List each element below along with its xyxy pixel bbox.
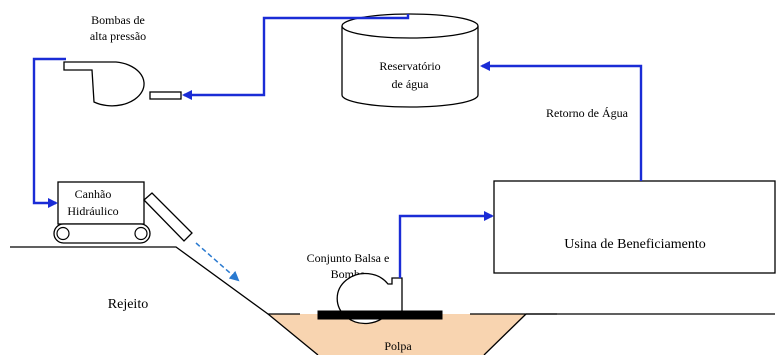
barge-pump-set: Conjunto Balsa e Bomba bbox=[307, 251, 443, 325]
hydraulic-cannon: Canhão Hidráulico bbox=[53, 181, 193, 244]
barge-label-1: Conjunto Balsa e bbox=[307, 251, 390, 265]
flow-return-water bbox=[480, 61, 643, 181]
high-pressure-pump: Bombas de alta pressão bbox=[63, 13, 182, 107]
return-water-label: Retorno de Água bbox=[546, 106, 629, 120]
cannon-label-1: Canhão bbox=[75, 187, 112, 201]
reservoir: Reservatório de água bbox=[341, 13, 479, 108]
plant-label: Usina de Beneficiamento bbox=[564, 237, 706, 252]
reservoir-label-1: Reservatório bbox=[379, 59, 440, 73]
pump-label-1: Bombas de bbox=[91, 13, 145, 27]
pulp-pond bbox=[268, 314, 526, 355]
reservoir-label-2: de água bbox=[392, 77, 430, 91]
pump-label-2: alta pressão bbox=[90, 29, 146, 43]
water-jet bbox=[195, 242, 240, 282]
ground-line-left bbox=[10, 246, 300, 315]
tailings-label: Rejeito bbox=[108, 297, 148, 312]
pond-right-edge bbox=[483, 313, 527, 355]
cannon-label-2: Hidráulico bbox=[67, 204, 118, 218]
pond-left-edge bbox=[267, 313, 319, 355]
flow-reservoir-to-pump bbox=[182, 14, 410, 100]
flow-pump-to-cannon bbox=[32, 57, 66, 208]
pulp-label: Polpa bbox=[384, 339, 412, 353]
flow-barge-to-plant bbox=[398, 211, 494, 278]
processing-plant: Usina de Beneficiamento bbox=[493, 180, 776, 274]
